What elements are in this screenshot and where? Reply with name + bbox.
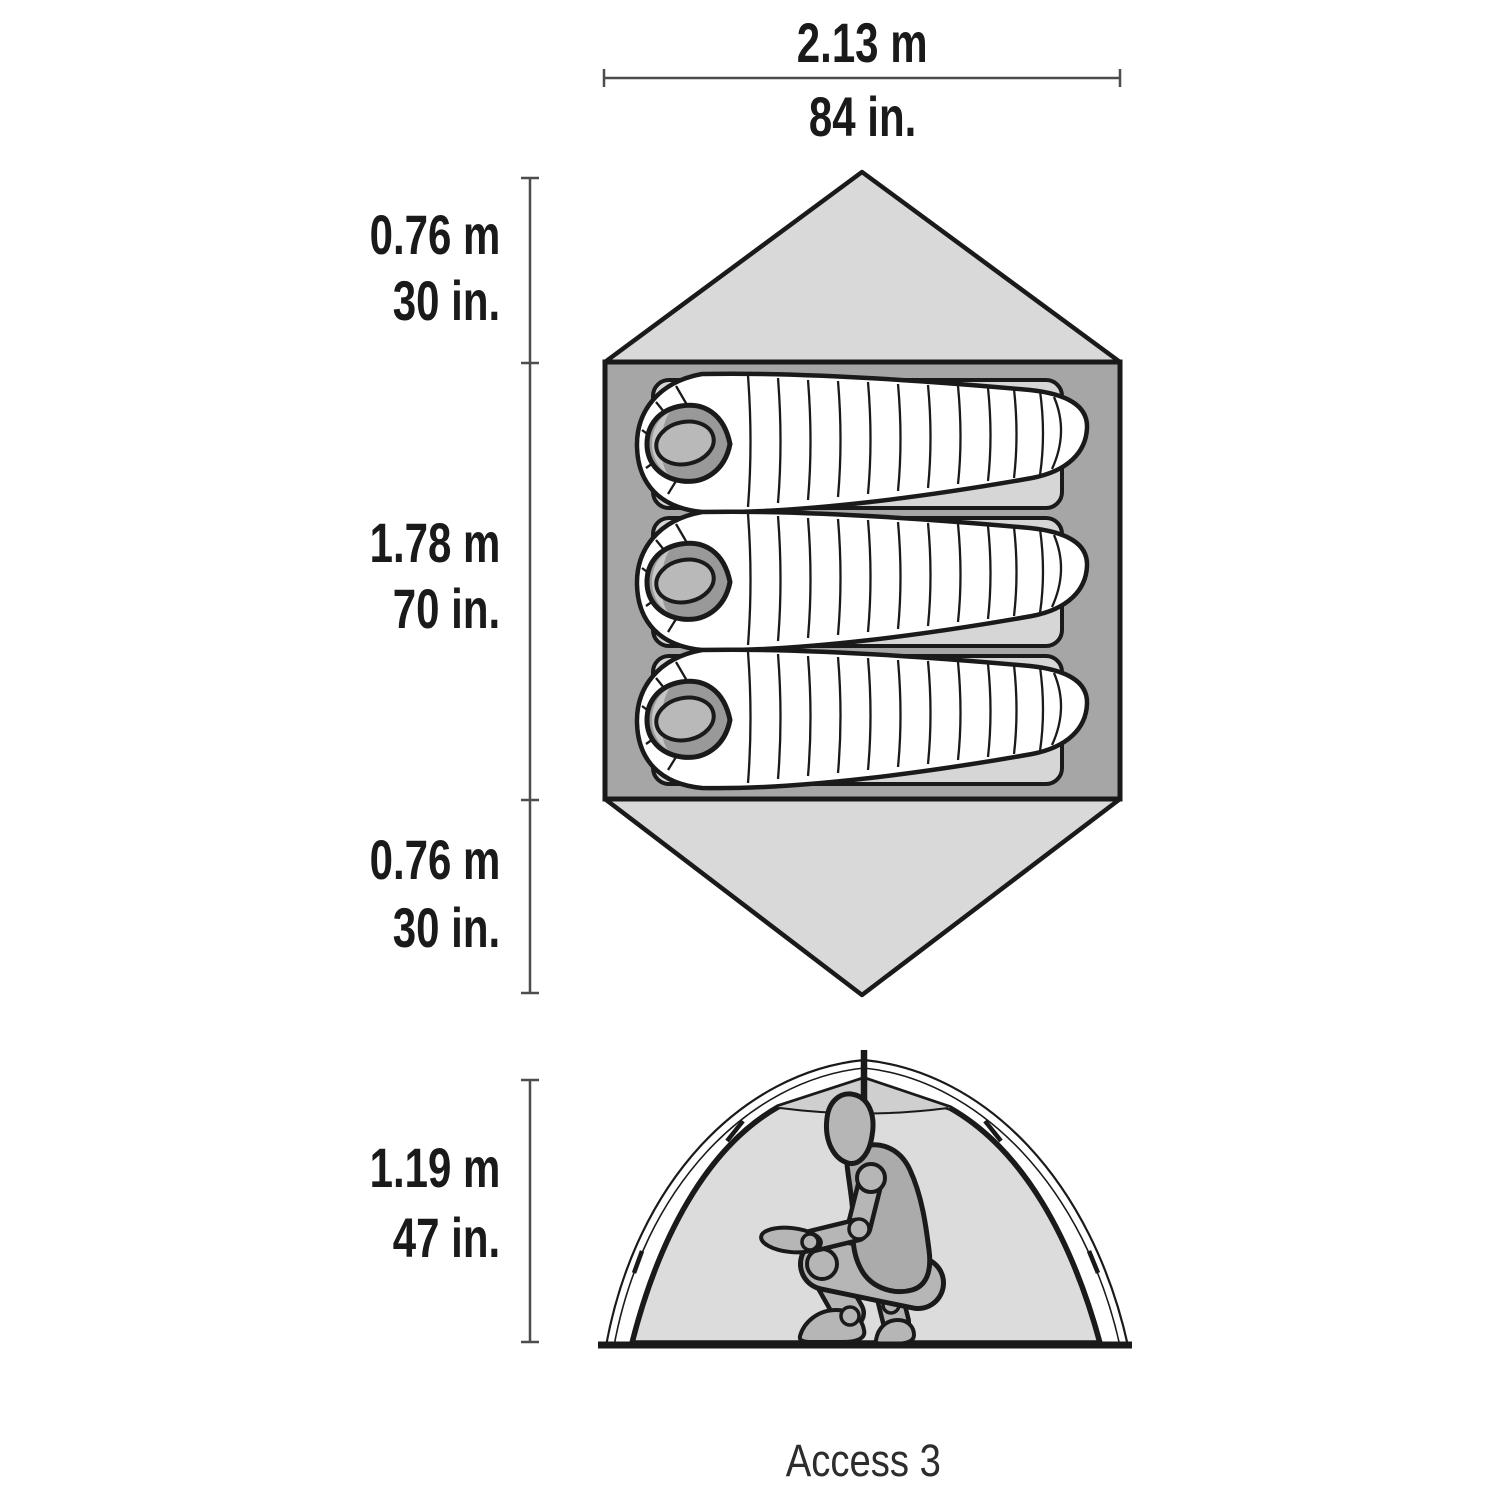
mannequin-shoulder-joint <box>855 1162 887 1194</box>
bottom-vestibule <box>602 796 1123 998</box>
peak-height-imperial-label: 47 in. <box>392 1206 500 1269</box>
vestibule-bottom-metric-label: 0.76 m <box>369 828 500 891</box>
vestibule-top-metric-label: 0.76 m <box>369 203 500 266</box>
mannequin-elbow-joint <box>847 1217 871 1241</box>
pole-ticks <box>631 1119 1101 1274</box>
peak-height-metric-label: 1.19 m <box>369 1136 500 1199</box>
mannequin-head <box>823 1091 876 1166</box>
top-vestibule <box>602 169 1123 365</box>
tent-top-view <box>602 169 1123 998</box>
dimension-lines <box>521 69 1122 1344</box>
width-imperial-label: 84 in. <box>808 85 917 148</box>
mannequin-knee-joint <box>805 1247 839 1281</box>
product-name-caption: Access 3 <box>785 1435 941 1486</box>
vestibule-top-imperial-label: 30 in. <box>392 269 500 332</box>
width-metric-label: 2.13 m <box>797 11 928 74</box>
mannequin-figure <box>759 1091 946 1346</box>
mannequin-wrist-joint <box>800 1232 820 1252</box>
tent-front-view <box>598 1050 1132 1349</box>
interior-length-imperial-label: 70 in. <box>392 577 500 640</box>
interior-length-metric-label: 1.78 m <box>369 511 500 574</box>
vestibule-bottom-imperial-label: 30 in. <box>392 896 500 959</box>
